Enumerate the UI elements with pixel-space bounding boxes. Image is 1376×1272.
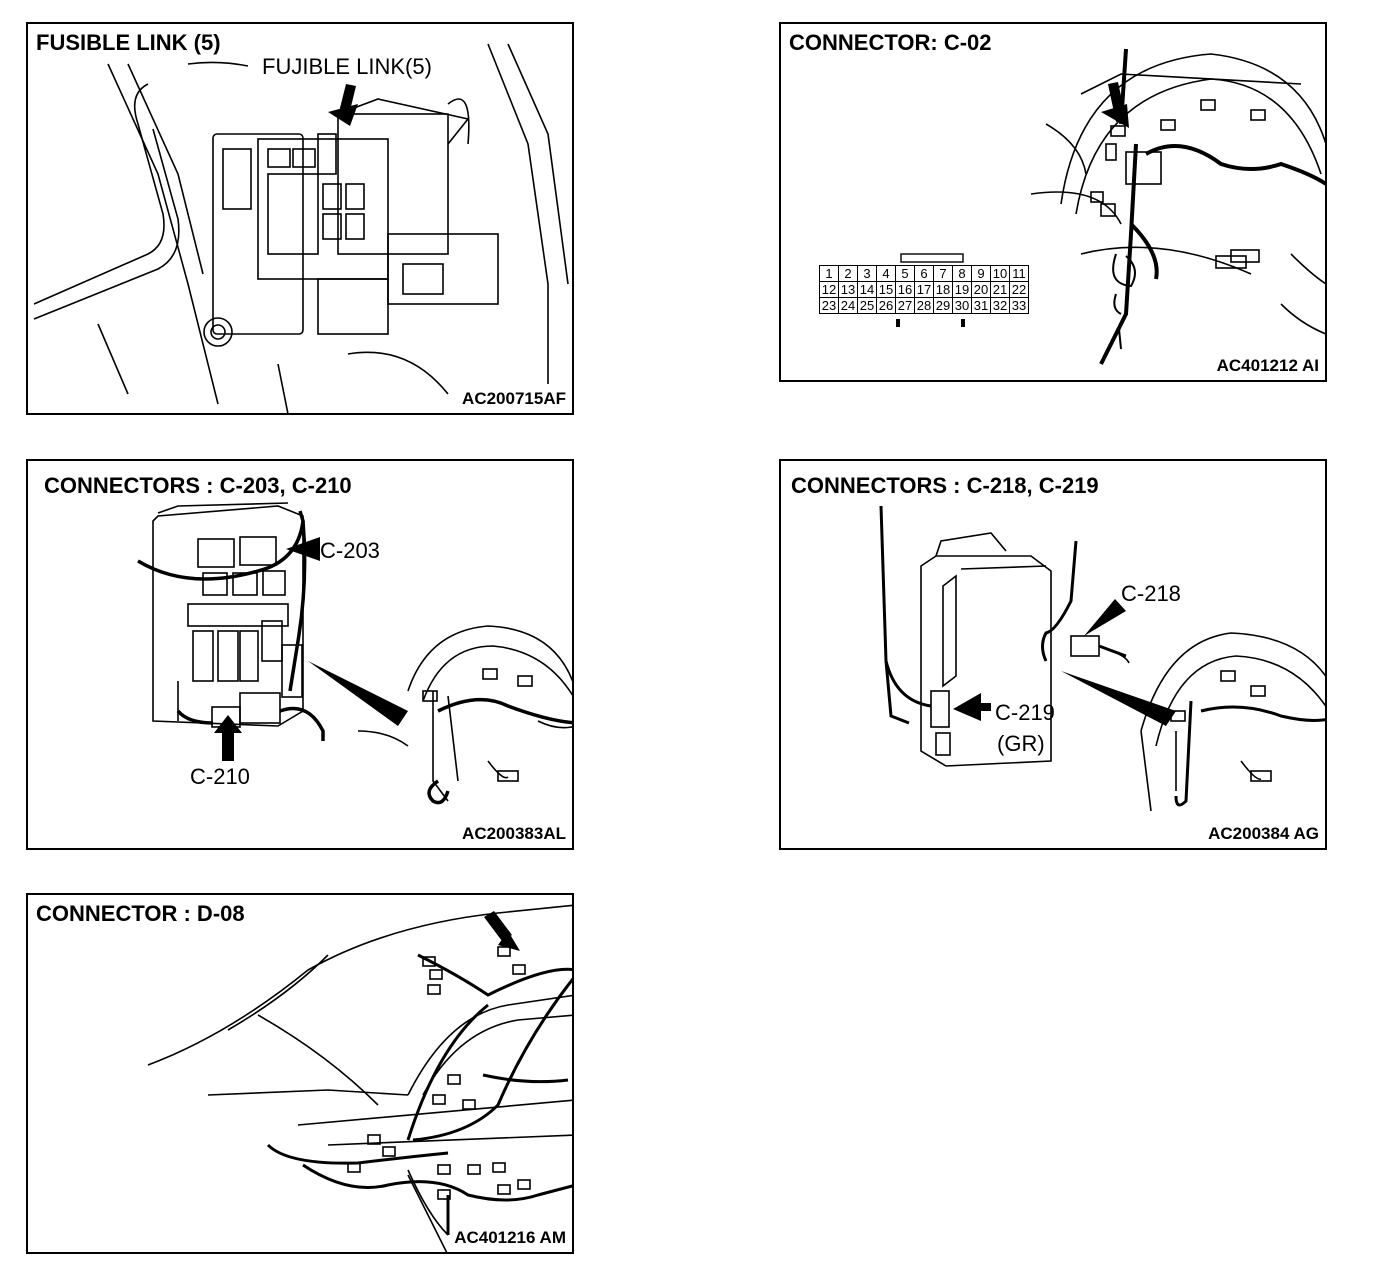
pin-cell: 19 xyxy=(952,281,972,298)
pin-cell: 6 xyxy=(914,265,934,282)
pin-cell: 14 xyxy=(857,281,877,298)
label-c218: C-218 xyxy=(1121,581,1181,606)
panel-title: FUSIBLE LINK (5) xyxy=(36,30,221,55)
pin-cell: 21 xyxy=(990,281,1010,298)
panel-fusible-link: FUSIBLE LINK (5) FUJIBLE LINK(5) AC20071… xyxy=(26,22,574,415)
pin-cell: 5 xyxy=(895,265,915,282)
figure-code: AC200384 AG xyxy=(1208,824,1319,843)
panel-title: CONNECTORS : C-203, C-210 xyxy=(44,473,352,498)
pin-cell: 31 xyxy=(971,297,991,314)
pin-cell: 2 xyxy=(838,265,858,282)
panel-title: CONNECTOR : D-08 xyxy=(36,901,245,926)
connector-d08-illustration xyxy=(147,904,572,1252)
fusible-link-illustration xyxy=(33,43,569,413)
pin-cell: 11 xyxy=(1009,265,1029,282)
label-c210: C-210 xyxy=(190,764,250,789)
pin-cell: 20 xyxy=(971,281,991,298)
pin-cell: 7 xyxy=(933,265,953,282)
label-c219: C-219 xyxy=(995,700,1055,725)
pin-cell: 10 xyxy=(990,265,1010,282)
figure-code: AC401216 AM xyxy=(454,1228,566,1247)
pin-cell: 27 xyxy=(895,297,915,314)
pin-cell: 24 xyxy=(838,297,858,314)
pin-cell: 29 xyxy=(933,297,953,314)
panel-connector-d08: CONNECTOR : D-08 AC401216 AM xyxy=(26,893,574,1254)
panel-title: CONNECTORS : C-218, C-219 xyxy=(791,473,1099,498)
pin-cell: 22 xyxy=(1009,281,1029,298)
label-c203: C-203 xyxy=(320,538,380,563)
figure-code: AC200715AF xyxy=(462,389,566,408)
panel-connectors-c218-c219: CONNECTORS : C-218, C-219 C-218 C-219 (G… xyxy=(779,459,1327,850)
pin-cell: 9 xyxy=(971,265,991,282)
pin-cell: 12 xyxy=(819,281,839,298)
figure-code: AC401212 AI xyxy=(1216,356,1319,375)
pin-cell: 15 xyxy=(876,281,896,298)
pin-cell: 13 xyxy=(838,281,858,298)
pin-cell: 26 xyxy=(876,297,896,314)
connectors-c218-c219-illustration xyxy=(879,505,1325,812)
pin-cell: 17 xyxy=(914,281,934,298)
pin-cell: 28 xyxy=(914,297,934,314)
pin-cell: 25 xyxy=(857,297,877,314)
connectors-c203-c210-illustration xyxy=(137,502,572,805)
panel-connectors-c203-c210: CONNECTORS : C-203, C-210 C-203 C-210 AC… xyxy=(26,459,574,850)
figure-code: AC200383AL xyxy=(462,824,566,843)
pin-cell: 32 xyxy=(990,297,1010,314)
panel-title: CONNECTOR: C-02 xyxy=(789,30,992,55)
pin-cell: 4 xyxy=(876,265,896,282)
pin-cell: 23 xyxy=(819,297,839,314)
pin-cell: 3 xyxy=(857,265,877,282)
pin-cell: 18 xyxy=(933,281,953,298)
pin-cell: 30 xyxy=(952,297,972,314)
pin-cell: 33 xyxy=(1009,297,1029,314)
fusible-link-callout: FUJIBLE LINK(5) xyxy=(262,54,432,79)
label-c219-color: (GR) xyxy=(997,731,1045,756)
pin-cell: 16 xyxy=(895,281,915,298)
pin-cell: 1 xyxy=(819,265,839,282)
pin-cell: 8 xyxy=(952,265,972,282)
connector-c02-illustration xyxy=(896,48,1325,365)
